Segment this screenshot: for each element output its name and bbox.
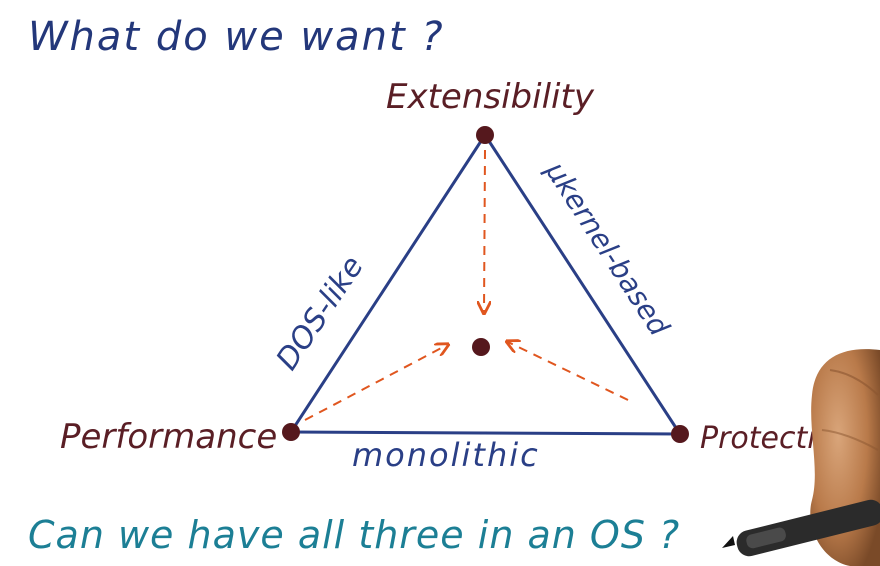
vertex-label-performance: Performance (60, 417, 277, 457)
center-arrows (304, 149, 629, 421)
edge-label-dos-like: DOS-like (270, 250, 371, 377)
hand-with-pen-image (722, 349, 880, 566)
arrow-from-top (484, 149, 485, 312)
bottom-question: Can we have all three in an OS ? (28, 513, 680, 557)
triangle-edge-bottom (289, 430, 682, 436)
center-dot (472, 338, 490, 356)
vertex-dot-extensibility (476, 126, 494, 144)
triangle-edge-right (483, 133, 682, 436)
arrow-from-left (304, 345, 447, 421)
vertex-dot-protection (671, 425, 689, 443)
vertex-label-extensibility: Extensibility (386, 77, 595, 117)
page-title: What do we want ? (28, 14, 445, 60)
triangle-edge-left (289, 133, 487, 434)
edge-label-monolithic: monolithic (352, 436, 540, 474)
arrow-from-right (508, 342, 629, 401)
vertex-dot-performance (282, 423, 300, 441)
tradeoff-triangle (289, 133, 682, 436)
